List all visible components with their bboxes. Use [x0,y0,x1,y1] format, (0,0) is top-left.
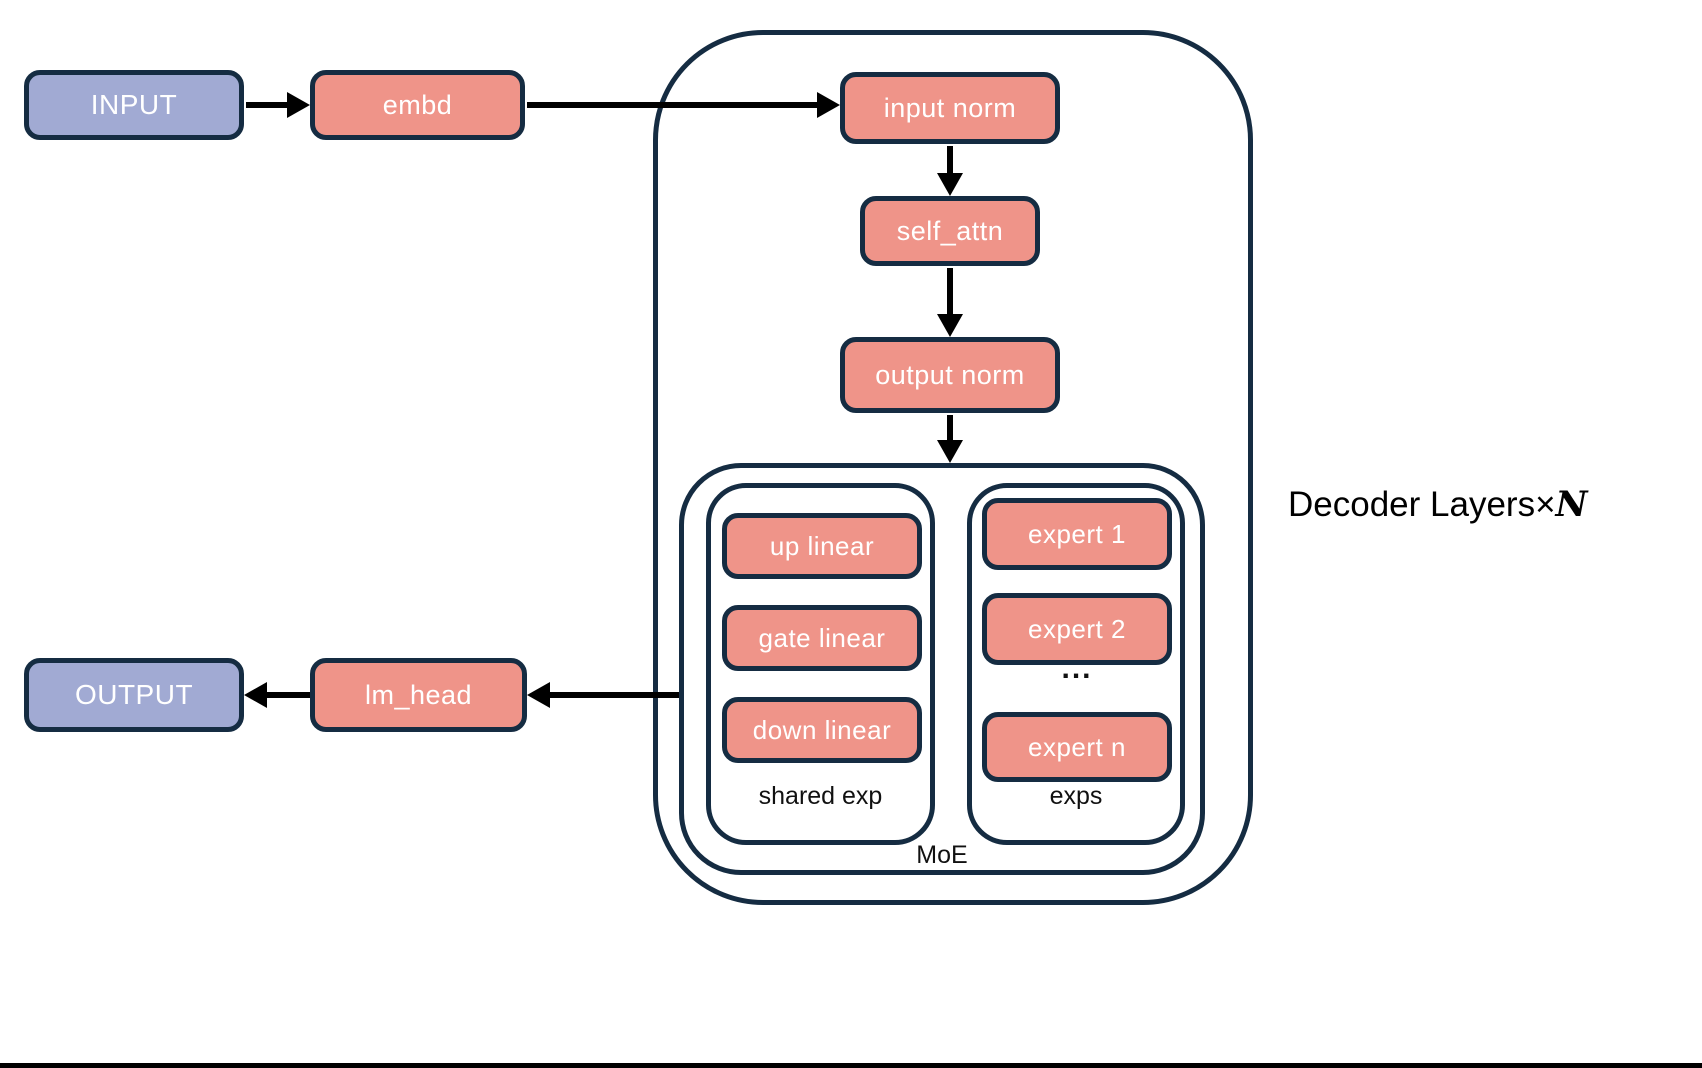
arrow-moe-to-lm-head-shaft [548,692,679,698]
node-up-linear: up linear [722,513,922,579]
node-embd: embd [310,70,525,140]
node-output: OUTPUT [24,658,244,732]
experts-ellipsis: ... [1061,652,1093,685]
arrow-input-to-embd-head [287,92,310,118]
node-self-attn: self_attn [860,196,1040,266]
arrow-input-norm-to-self-attn-head [937,173,963,196]
arrow-output-norm-to-moe-head [937,440,963,463]
arrow-embd-to-input-norm-head [817,92,840,118]
layer-count-n: N [1555,484,1588,525]
node-expert-1: expert 1 [982,498,1172,570]
arrow-moe-to-lm-head-head [527,682,550,708]
arrow-self-attn-to-output-norm-head [937,314,963,337]
exps-label: exps [1049,782,1103,810]
decoder-layers-text: Decoder Layers [1288,485,1536,524]
moe-label: MoE [916,841,968,869]
arrow-input-norm-to-self-attn-shaft [947,146,953,178]
moe-container [679,463,1205,875]
shared-expert-container [706,483,935,845]
node-down-linear: down linear [722,697,922,763]
arrow-output-norm-to-moe-shaft [947,415,953,442]
node-lm-head: lm_head [310,658,527,732]
node-input: INPUT [24,70,244,140]
shared-exp-label: shared exp [758,782,883,810]
arrow-embd-to-input-norm-shaft [527,102,820,108]
decoder-layers-container [653,30,1253,905]
arrow-self-attn-to-output-norm-shaft [947,268,953,316]
arrow-input-to-embd-shaft [246,102,290,108]
node-expert-n: expert n [982,712,1172,782]
arrow-lm-head-to-output-shaft [265,692,310,698]
bottom-edge-bar [0,1063,1702,1068]
times-sign: × [1535,485,1556,524]
node-gate-linear: gate linear [722,605,922,671]
node-output-norm: output norm [840,337,1060,413]
experts-container [967,483,1185,845]
decoder-layers-label: Decoder Layers×N [1288,484,1688,525]
arrow-lm-head-to-output-head [244,682,267,708]
node-input-norm: input norm [840,72,1060,144]
node-expert-2: expert 2 [982,593,1172,665]
